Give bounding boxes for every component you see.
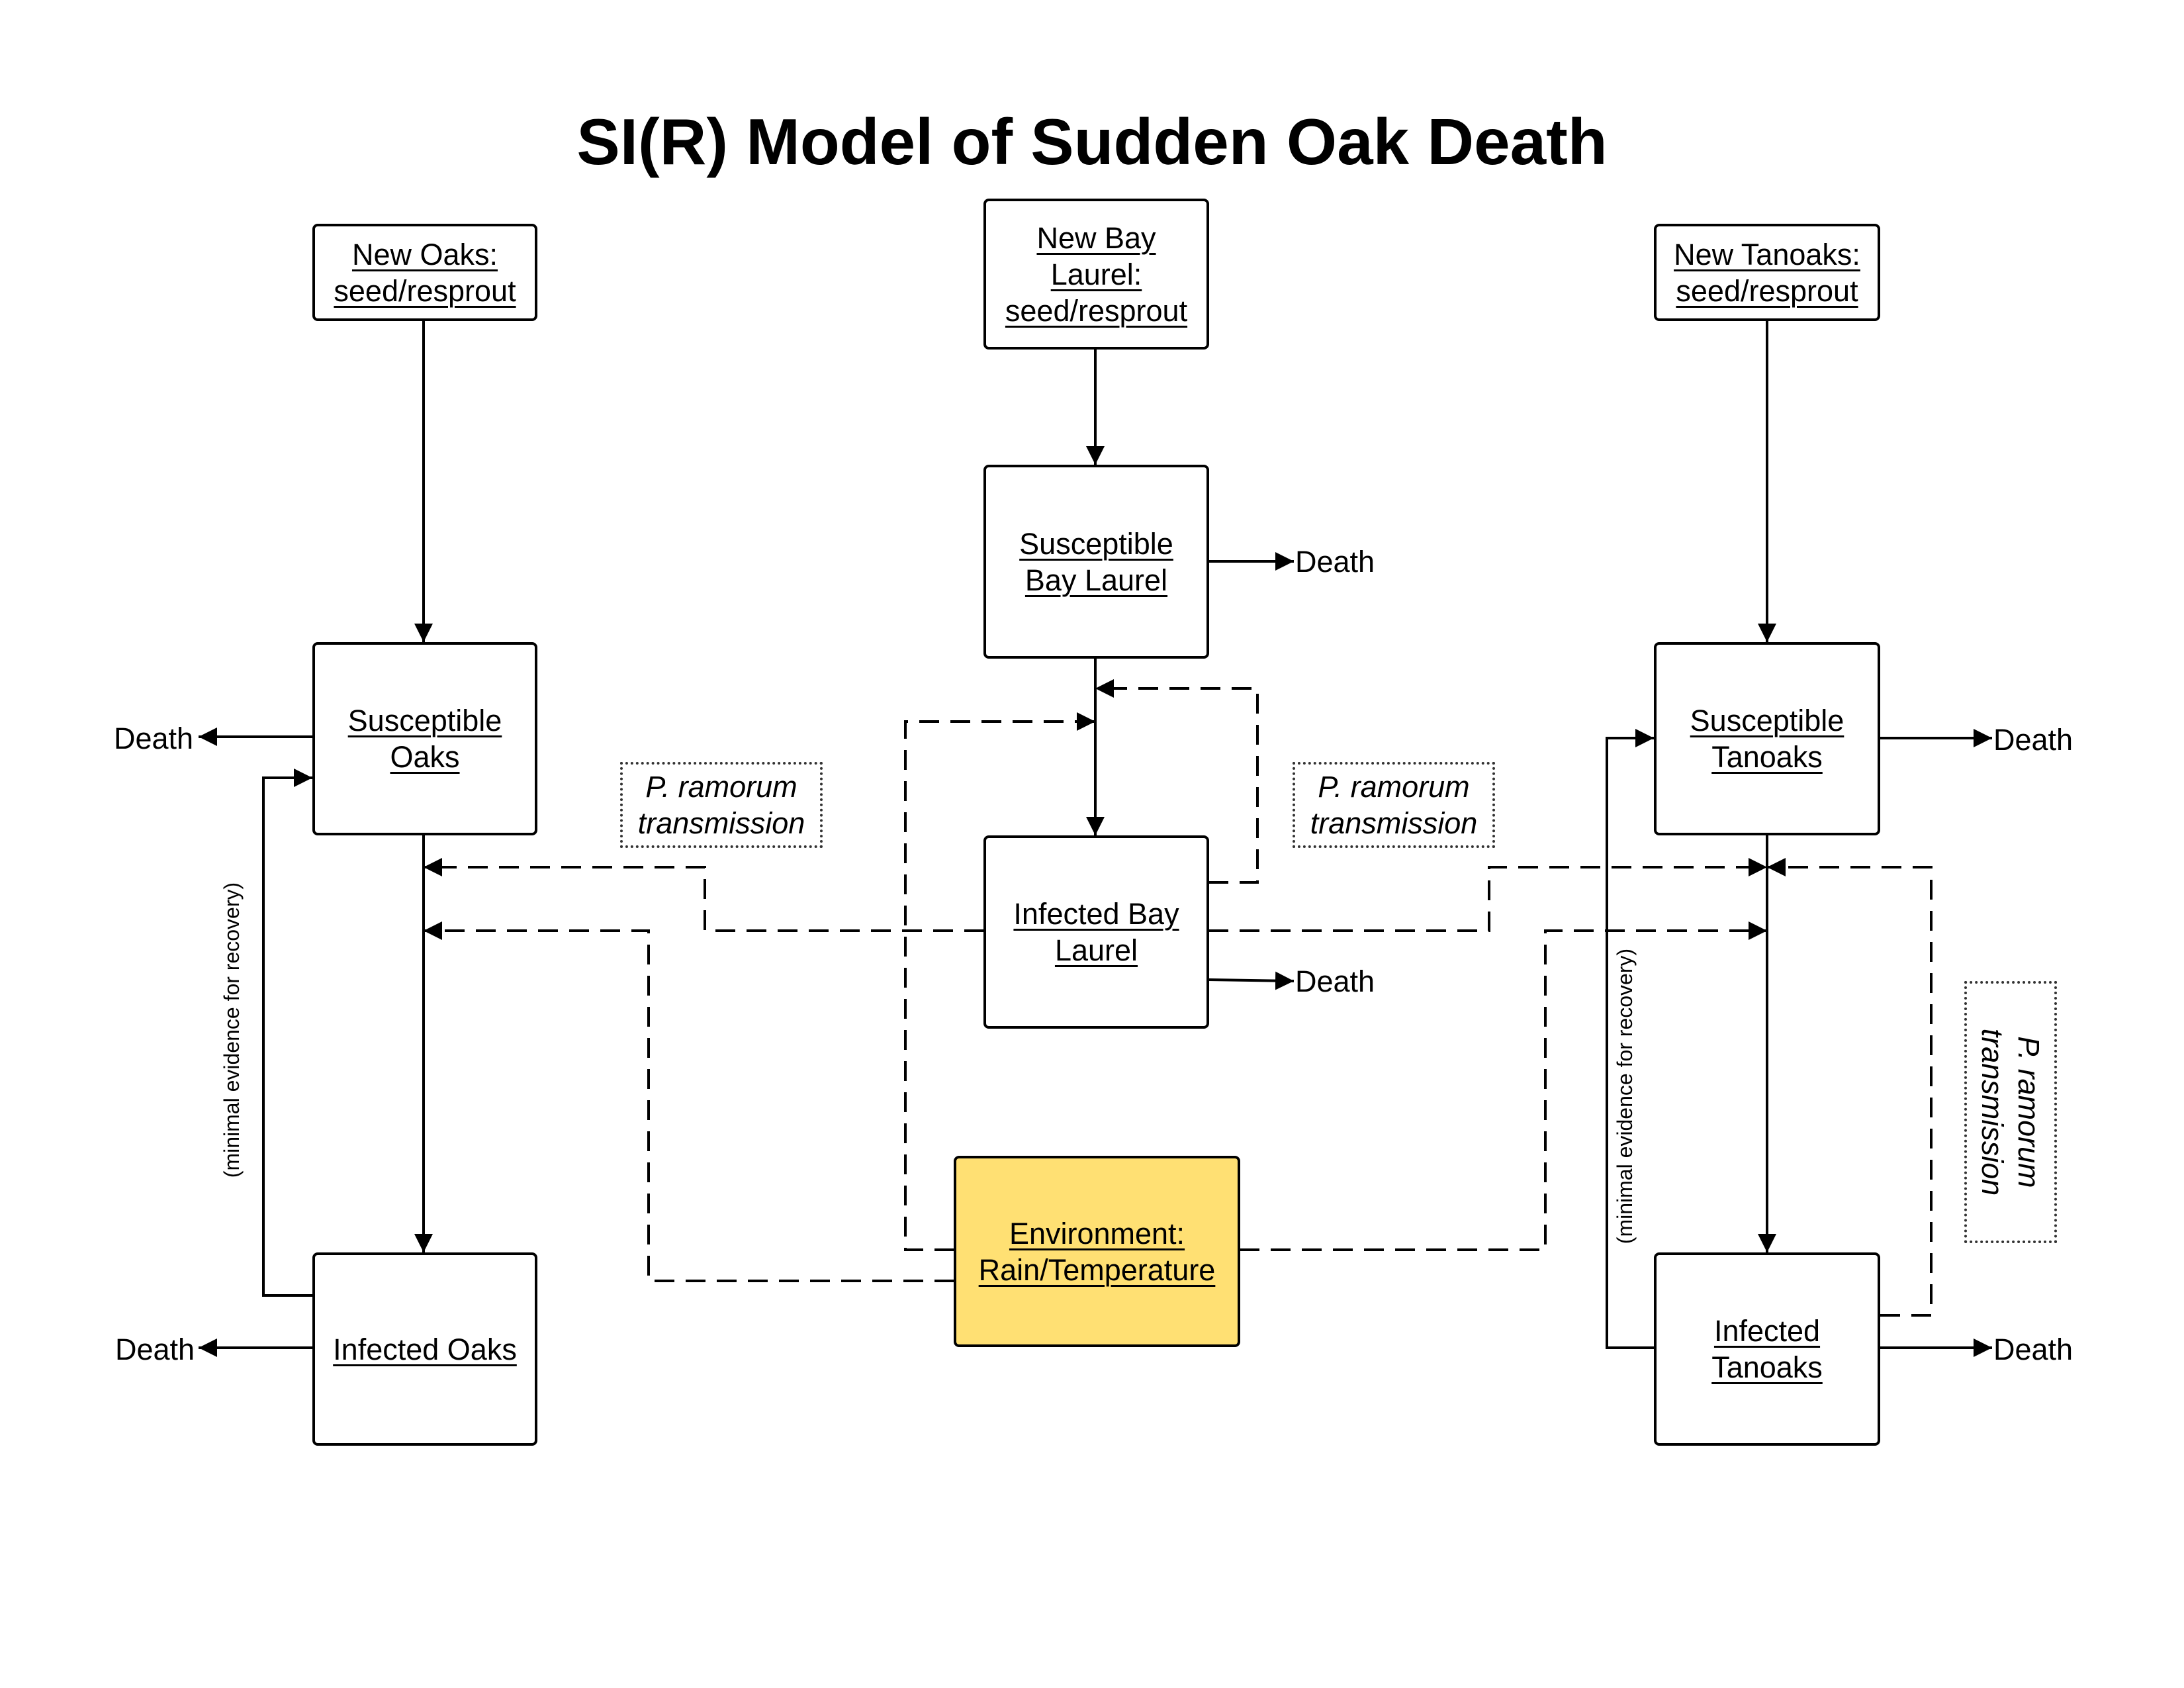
infected-tanoaks-label: Infected Tanoaks [1711, 1314, 1823, 1384]
arrow-infected-laurel-death [1208, 971, 1295, 990]
new-bay-laurel-node: New Bay Laurel: seed/resprout [983, 199, 1209, 350]
infected-oaks-label: Infected Oaks [333, 1332, 517, 1366]
infected-bay-laurel-node: Infected Bay Laurel [983, 835, 1209, 1029]
dashed-env-to-oaks [424, 921, 954, 1282]
death-label-susceptible-tanoaks: Death [1993, 723, 2073, 757]
arrow-oaks-recovery [262, 769, 312, 1297]
susceptible-oaks-node: Susceptible Oaks [312, 642, 537, 835]
infected-tanoaks-node: Infected Tanoaks [1654, 1252, 1880, 1446]
diagram-title: SI(R) Model of Sudden Oak Death [576, 105, 1608, 178]
death-label-infected-tanoaks: Death [1993, 1333, 2073, 1366]
new-bay-laurel-label: New Bay Laurel: seed/resprout [1005, 220, 1188, 328]
dashed-laurel-to-tanoaks [1208, 858, 1767, 932]
environment-label: Environment: Rain/Temperature [978, 1216, 1216, 1287]
infected-oaks-node: Infected Oaks [312, 1252, 537, 1446]
dashed-env-to-laurel [904, 712, 1095, 1251]
susceptible-tanoaks-label: Susceptible Tanoaks [1690, 704, 1844, 774]
transmission-note-laurel: P. ramorum transmission [1293, 762, 1495, 848]
death-label-susceptible-laurel: Death [1295, 545, 1375, 579]
dashed-laurel-to-oaks [424, 858, 984, 932]
death-label-susceptible-oaks: Death [114, 722, 194, 755]
death-label-infected-laurel: Death [1295, 964, 1375, 998]
dashed-tanoaks-self [1767, 858, 1933, 1317]
new-oaks-node: New Oaks: seed/resprout [312, 224, 537, 321]
arrow-tanoaks-recovery [1606, 729, 1654, 1349]
death-label-infected-oaks: Death [115, 1333, 195, 1366]
new-tanoaks-label: New Tanoaks: seed/resprout [1674, 237, 1860, 308]
infected-bay-laurel-label: Infected Bay Laurel [1013, 897, 1179, 967]
transmission-note-oaks: P. ramorum transmission [620, 762, 823, 848]
environment-node: Environment: Rain/Temperature [954, 1156, 1240, 1347]
susceptible-bay-laurel-label: Susceptible Bay Laurel [1019, 526, 1173, 597]
new-oaks-label: New Oaks: seed/resprout [334, 237, 516, 308]
recovery-label-tanoaks: (minimal evidence for recovery) [1613, 948, 1637, 1244]
new-tanoaks-node: New Tanoaks: seed/resprout [1654, 224, 1880, 321]
dashed-laurel-self [1095, 679, 1259, 884]
susceptible-bay-laurel-node: Susceptible Bay Laurel [983, 465, 1209, 659]
transmission-note-tanoaks: P. ramorum transmission [1964, 981, 2057, 1243]
recovery-label-oaks: (minimal evidence for recovery) [220, 882, 244, 1178]
susceptible-tanoaks-node: Susceptible Tanoaks [1654, 642, 1880, 835]
susceptible-oaks-label: Susceptible Oaks [347, 704, 502, 774]
